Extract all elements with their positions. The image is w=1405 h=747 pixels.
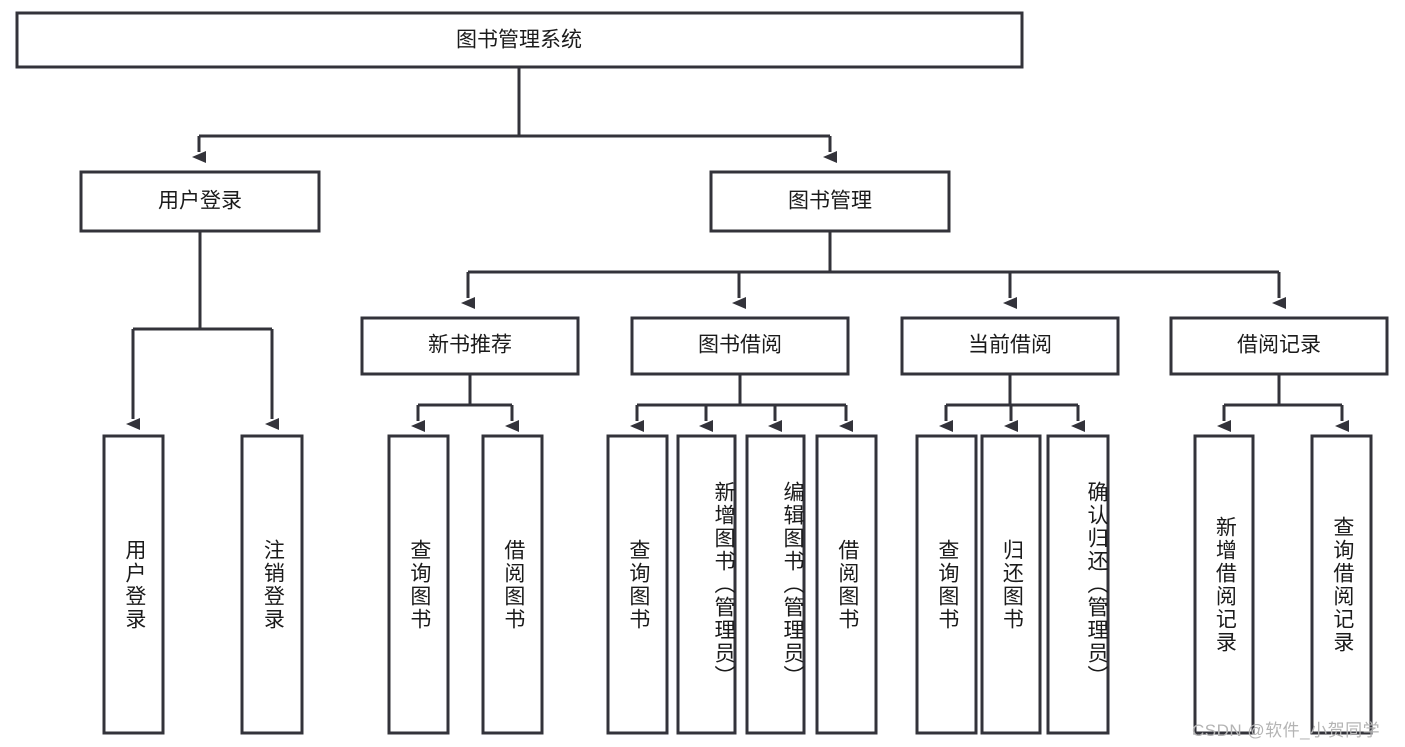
node-book-management-label: 图书管理 [788, 190, 872, 213]
leaf-borrow-record-1-rect[interactable] [1193, 434, 1255, 735]
leaf-user-login-1-rect[interactable] [102, 434, 165, 735]
node-current-borrow[interactable]: 当前借阅 [900, 316, 1120, 376]
node-book-management-rect[interactable] [709, 170, 951, 233]
leaf-current-borrow-1-rect[interactable] [915, 434, 978, 735]
leaf-book-borrow-4-rect[interactable] [815, 434, 878, 735]
node-current-borrow-label: 当前借阅 [968, 334, 1052, 357]
leaf-current-borrow-2-rect[interactable] [980, 434, 1042, 735]
leaf-book-borrow-1-rect[interactable] [606, 434, 669, 735]
leaf-book-borrow-3-rect[interactable] [745, 434, 806, 735]
node-root[interactable]: 图书管理系统 [15, 11, 1024, 69]
node-new-book-recommend[interactable]: 新书推荐 [360, 316, 580, 376]
node-root-rect[interactable] [15, 11, 1024, 69]
leaf-current-borrow-3-rect[interactable] [1046, 434, 1110, 735]
node-book-borrow-rect[interactable] [630, 316, 850, 376]
node-borrow-record-label: 借阅记录 [1237, 334, 1321, 357]
node-root-label: 图书管理系统 [456, 29, 582, 52]
node-user-login[interactable]: 用户登录 [79, 170, 321, 233]
node-new-book-recommend-label: 新书推荐 [428, 334, 512, 357]
node-borrow-record-rect[interactable] [1169, 316, 1389, 376]
node-borrow-record[interactable]: 借阅记录 [1169, 316, 1389, 376]
csdn-watermark: CSDN @软件_小贺同学 [1192, 721, 1381, 740]
leaf-book-borrow-2-rect[interactable] [676, 434, 737, 735]
node-user-login-label: 用户登录 [158, 190, 242, 213]
node-book-management[interactable]: 图书管理 [709, 170, 951, 233]
node-book-borrow-label: 图书借阅 [698, 334, 782, 357]
leaf-new-book-1-rect[interactable] [387, 434, 450, 735]
node-book-borrow[interactable]: 图书借阅 [630, 316, 850, 376]
leaf-user-login-2-rect[interactable] [240, 434, 304, 735]
leaf-new-book-2-rect[interactable] [481, 434, 544, 735]
leaf-borrow-record-2-rect[interactable] [1310, 434, 1373, 735]
node-current-borrow-rect[interactable] [900, 316, 1120, 376]
node-new-book-recommend-rect[interactable] [360, 316, 580, 376]
